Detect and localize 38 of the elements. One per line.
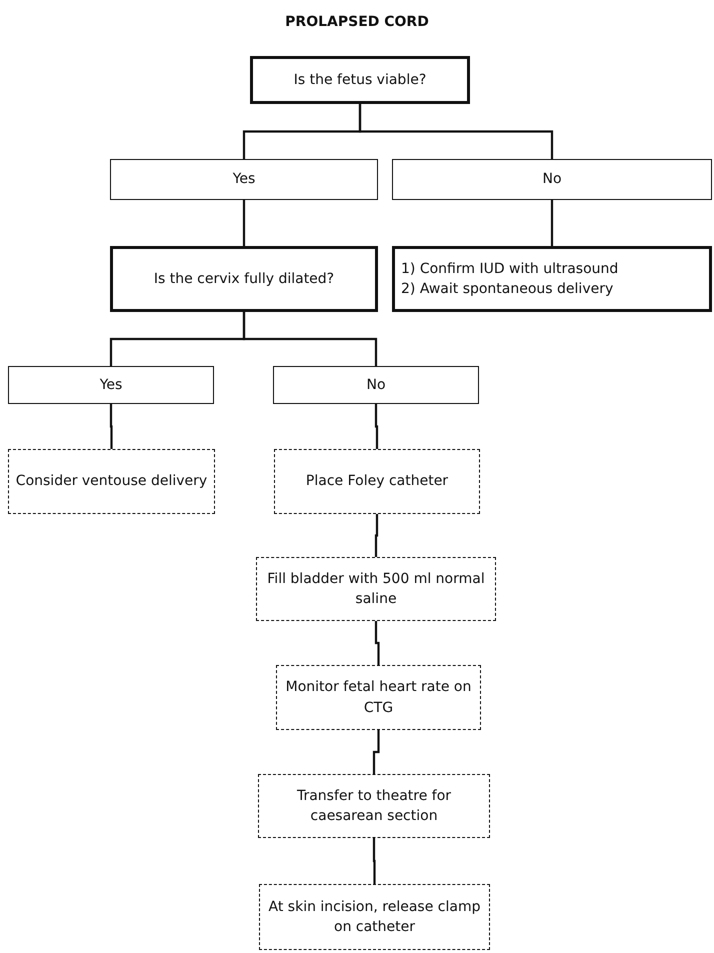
box-text: 1) Confirm IUD with ultrasound (401, 260, 618, 279)
action-box (276, 665, 481, 730)
connector-line (372, 730, 380, 774)
box-text: Is the cervix fully dilated? (154, 270, 334, 289)
connector-line (242, 200, 246, 246)
box-text: Consider ventouse delivery (16, 472, 208, 492)
answer-box (8, 366, 214, 404)
question-box (392, 246, 712, 312)
box-text: Place Foley catheter (306, 472, 448, 492)
question-box (250, 56, 470, 104)
box-text: 2) Await spontaneous delivery (401, 280, 614, 299)
box-text: No (366, 376, 386, 395)
connector-line (374, 404, 378, 449)
box-text: At skin incision, release clamp on catheter (268, 898, 482, 937)
action-box (256, 557, 496, 621)
box-text: No (542, 170, 562, 190)
box-text: Yes (100, 376, 122, 395)
answer-box (110, 159, 378, 200)
action-box (258, 774, 490, 838)
connector-line (110, 404, 113, 449)
action-box (8, 449, 215, 514)
connector-line (550, 200, 554, 246)
box-text: Transfer to theatre for caesarean section (296, 786, 452, 826)
connector-line (242, 312, 378, 366)
answer-box (392, 159, 712, 200)
action-box (274, 449, 480, 514)
box-text: Fill bladder with 500 ml normal saline (266, 570, 486, 609)
answer-box (273, 366, 479, 404)
connector-line (372, 838, 376, 884)
connector-line (358, 104, 554, 159)
question-box (110, 246, 378, 312)
box-text: Is the fetus viable? (294, 70, 426, 90)
diagram-title: PROLAPSED CORD (284, 14, 430, 30)
connector-line (374, 621, 380, 665)
action-box (259, 884, 490, 950)
box-text: Monitor fetal heart rate on CTG (284, 678, 472, 718)
box-text: Yes (232, 170, 256, 190)
connector-line (374, 514, 378, 557)
